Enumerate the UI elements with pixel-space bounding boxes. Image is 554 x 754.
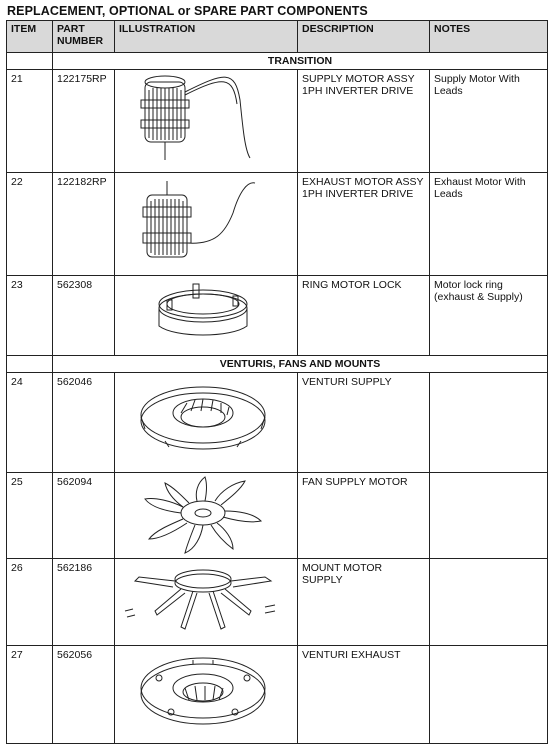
section-row: TRANSITION bbox=[6, 52, 548, 70]
venturi-exhaust-icon bbox=[140, 657, 266, 725]
item-number: 21 bbox=[6, 69, 53, 173]
part-description: FAN SUPPLY MOTOR bbox=[297, 472, 430, 559]
part-description: VENTURI EXHAUST bbox=[297, 645, 430, 744]
illustration-cell bbox=[114, 275, 298, 356]
header-part-number: PART NUMBER bbox=[52, 20, 115, 53]
part-notes bbox=[429, 645, 548, 744]
venturi-supply-icon bbox=[140, 386, 266, 450]
part-description: EXHAUST MOTOR ASSY 1PH INVERTER DRIVE bbox=[297, 172, 430, 276]
item-number: 22 bbox=[6, 172, 53, 276]
exhaust-motor-icon bbox=[142, 181, 256, 258]
item-number: 26 bbox=[6, 558, 53, 646]
part-number: 122182RP bbox=[52, 172, 115, 276]
illustration-cell bbox=[114, 69, 298, 173]
part-description: VENTURI SUPPLY bbox=[297, 372, 430, 473]
illustration-cell bbox=[114, 558, 298, 646]
item-number: 24 bbox=[6, 372, 53, 473]
table-row: 22 122182RP EXHAUST MOTOR ASSY 1PH INVER… bbox=[6, 172, 548, 276]
illustration-cell bbox=[114, 645, 298, 744]
table-row: 27 562056 VENTURI EXHAUST bbox=[6, 645, 548, 744]
header-notes: NOTES bbox=[429, 20, 548, 53]
part-description: SUPPLY MOTOR ASSY 1PH INVERTER DRIVE bbox=[297, 69, 430, 173]
illustration-cell bbox=[114, 472, 298, 559]
item-number: 25 bbox=[6, 472, 53, 559]
item-number: 23 bbox=[6, 275, 53, 356]
part-notes: Supply Motor With Leads bbox=[429, 69, 548, 173]
fan-icon bbox=[144, 476, 263, 554]
part-notes bbox=[429, 372, 548, 473]
page-title: REPLACEMENT, OPTIONAL or SPARE PART COMP… bbox=[7, 4, 368, 18]
part-notes: Motor lock ring (exhaust & Supply) bbox=[429, 275, 548, 356]
table-row: 21 122175RP SUPPLY MOTOR ASSY 1PH INVERT… bbox=[6, 69, 548, 173]
ring-motor-lock-icon bbox=[158, 283, 248, 336]
part-number: 562046 bbox=[52, 372, 115, 473]
table-row: 26 562186 MOUNT MOTOR SUPPLY bbox=[6, 558, 548, 646]
header-description: DESCRIPTION bbox=[297, 20, 430, 53]
header-item: ITEM bbox=[6, 20, 53, 53]
item-number: 27 bbox=[6, 645, 53, 744]
header-illustration: ILLUSTRATION bbox=[114, 20, 298, 53]
illustration-cell bbox=[114, 372, 298, 473]
table-row: 23 562308 RING MOTOR LOCK Motor lock rin… bbox=[6, 275, 548, 356]
section-row: VENTURIS, FANS AND MOUNTS bbox=[6, 355, 548, 373]
parts-table: ITEM PART NUMBER ILLUSTRATION DESCRIPTIO… bbox=[6, 20, 548, 744]
part-notes: Exhaust Motor With Leads bbox=[429, 172, 548, 276]
supply-motor-icon bbox=[140, 75, 251, 160]
part-number: 562056 bbox=[52, 645, 115, 744]
table-header: ITEM PART NUMBER ILLUSTRATION DESCRIPTIO… bbox=[6, 20, 548, 53]
table-row: 25 562094 FAN SUPPLY MOTOR bbox=[6, 472, 548, 559]
part-number: 122175RP bbox=[52, 69, 115, 173]
table-row: 24 562046 VENTURI SUPPLY bbox=[6, 372, 548, 473]
part-number: 562094 bbox=[52, 472, 115, 559]
illustration-cell bbox=[114, 172, 298, 276]
part-notes bbox=[429, 558, 548, 646]
part-number: 562186 bbox=[52, 558, 115, 646]
part-description: MOUNT MOTOR SUPPLY bbox=[297, 558, 430, 646]
mount-motor-icon bbox=[124, 569, 276, 630]
section-title: TRANSITION bbox=[52, 52, 548, 70]
part-description: RING MOTOR LOCK bbox=[297, 275, 430, 356]
part-notes bbox=[429, 472, 548, 559]
part-number: 562308 bbox=[52, 275, 115, 356]
section-title: VENTURIS, FANS AND MOUNTS bbox=[52, 355, 548, 373]
